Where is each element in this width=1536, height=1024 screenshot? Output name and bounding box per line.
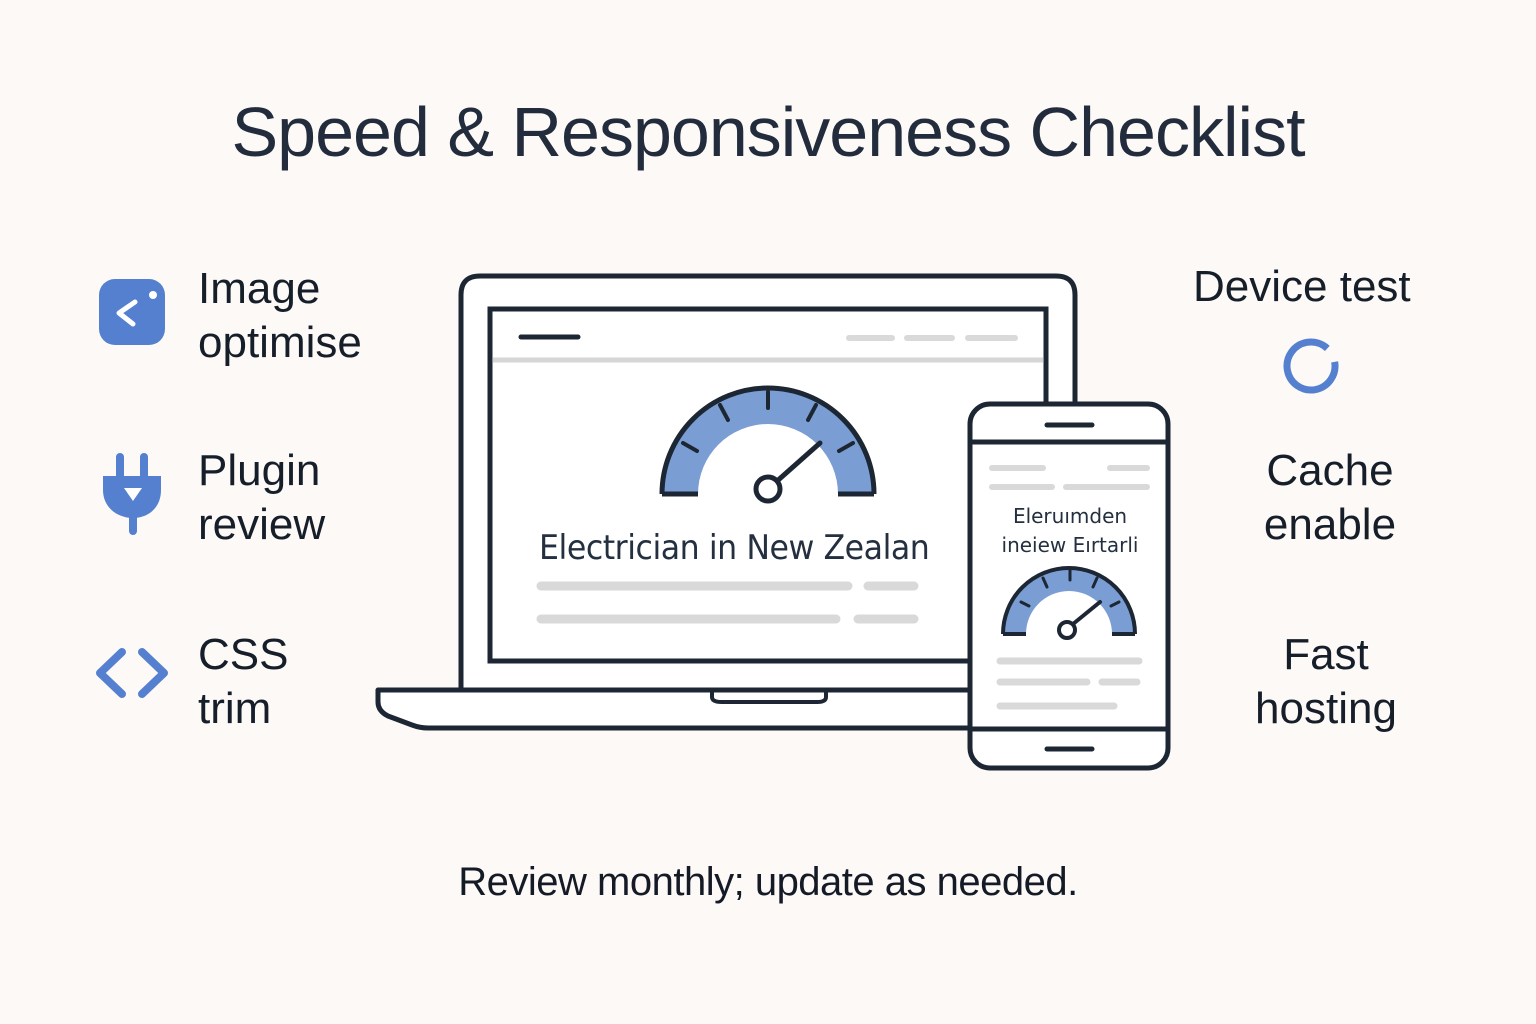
image-icon bbox=[98, 278, 166, 351]
phone-speedometer-icon bbox=[1001, 566, 1137, 640]
item-label-line2: trim bbox=[198, 684, 272, 733]
checklist-item-fast-hosting: Fast hosting bbox=[1226, 628, 1426, 736]
item-label-line2: enable bbox=[1263, 500, 1397, 549]
item-label-line1: Image bbox=[198, 264, 321, 313]
item-label-line1: Cache bbox=[1266, 446, 1394, 495]
page-title: Speed & Responsiveness Checklist bbox=[231, 93, 1305, 171]
item-label-line1: CSS bbox=[198, 630, 289, 679]
code-brackets-icon bbox=[94, 646, 170, 707]
item-label-line1: Device test bbox=[1193, 262, 1411, 311]
item-label-line1: Fast bbox=[1283, 630, 1369, 679]
checklist-item-css-trim: CSS trim bbox=[198, 628, 288, 736]
phone-heading-line1: Eleruımden bbox=[1012, 504, 1128, 528]
phone-heading-line2: ineiew Eırtarli bbox=[1001, 533, 1139, 557]
plug-icon bbox=[100, 452, 166, 541]
item-label-line1: Plugin bbox=[198, 446, 321, 495]
checklist-item-plugin-review: Plugin review bbox=[198, 444, 325, 552]
phone-site-heading: Eleruımden ineiew Eırtarli bbox=[975, 502, 1165, 560]
item-label-line2: hosting bbox=[1255, 684, 1397, 733]
laptop-site-heading: Electrician in New Zealan bbox=[539, 528, 930, 568]
item-label-line2: review bbox=[198, 500, 326, 549]
checklist-item-device-test: Device test bbox=[1193, 260, 1411, 314]
checklist-item-cache-enable: Cache enable bbox=[1230, 444, 1430, 552]
item-label-line2: optimise bbox=[198, 318, 362, 367]
speedometer-icon bbox=[659, 385, 877, 504]
loading-ring-icon bbox=[1280, 336, 1342, 403]
footer-note: Review monthly; update as needed. bbox=[458, 860, 1078, 904]
checklist-item-image-optimise: Image optimise bbox=[198, 262, 362, 370]
